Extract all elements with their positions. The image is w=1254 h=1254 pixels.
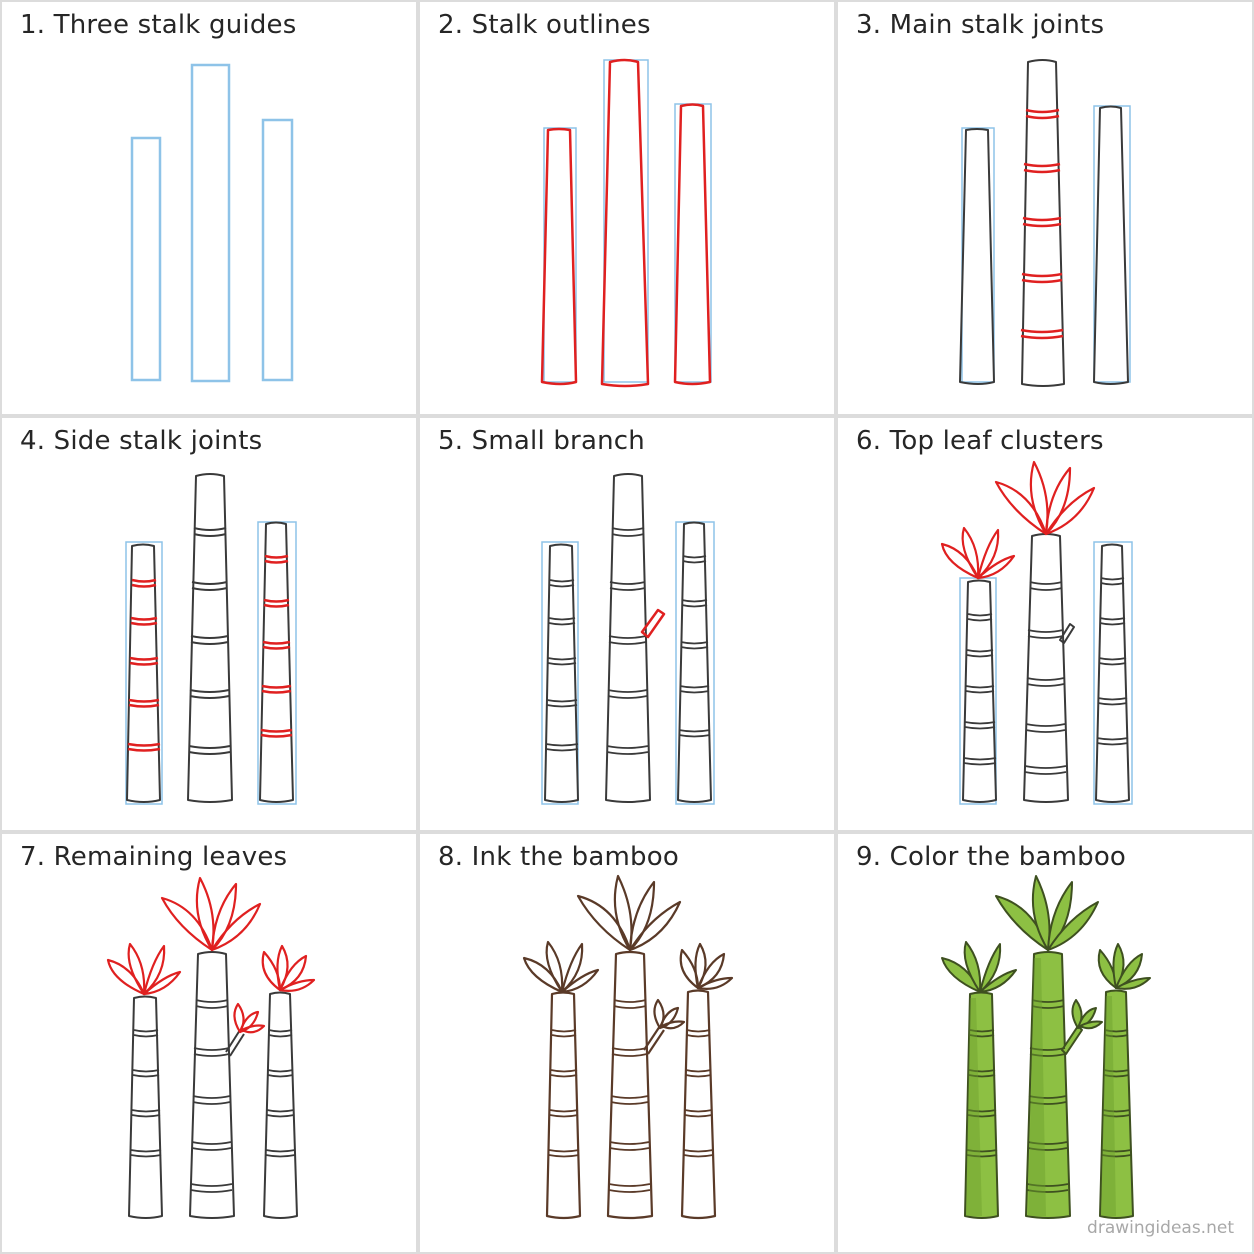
step-illustration xyxy=(125,473,297,805)
step-panel-3: 3. Main stalk joints xyxy=(838,2,1252,414)
step-panel-8: 8. Ink the bamboo xyxy=(420,834,834,1252)
step-panel-2: 2. Stalk outlines xyxy=(420,2,834,414)
step-panel-6: 6. Top leaf clusters xyxy=(838,418,1252,830)
step-panel-5: 5. Small branch xyxy=(420,418,834,830)
step-title: 1. Three stalk guides xyxy=(20,10,297,40)
step-title: 3. Main stalk joints xyxy=(856,10,1105,40)
step-illustration xyxy=(130,63,294,383)
step-title: 4. Side stalk joints xyxy=(20,426,263,456)
step-panel-7: 7. Remaining leaves xyxy=(2,834,416,1252)
step-title: 8. Ink the bamboo xyxy=(438,842,679,872)
step-illustration xyxy=(940,460,1133,805)
step-title: 6. Top leaf clusters xyxy=(856,426,1104,456)
watermark: drawingideas.net xyxy=(1087,1218,1234,1238)
step-title: 2. Stalk outlines xyxy=(438,10,651,40)
step-illustration xyxy=(106,876,316,1219)
step-panel-1: 1. Three stalk guides xyxy=(2,2,416,414)
step-illustration xyxy=(959,59,1131,387)
step-illustration xyxy=(941,875,1151,1219)
step-illustration xyxy=(522,874,734,1220)
step-title: 7. Remaining leaves xyxy=(20,842,288,872)
step-illustration xyxy=(541,473,715,805)
step-panel-4: 4. Side stalk joints xyxy=(2,418,416,830)
step-title: 5. Small branch xyxy=(438,426,645,456)
step-panel-9: 9. Color the bamboo xyxy=(838,834,1252,1252)
step-illustration xyxy=(540,58,712,388)
step-title: 9. Color the bamboo xyxy=(856,842,1127,872)
